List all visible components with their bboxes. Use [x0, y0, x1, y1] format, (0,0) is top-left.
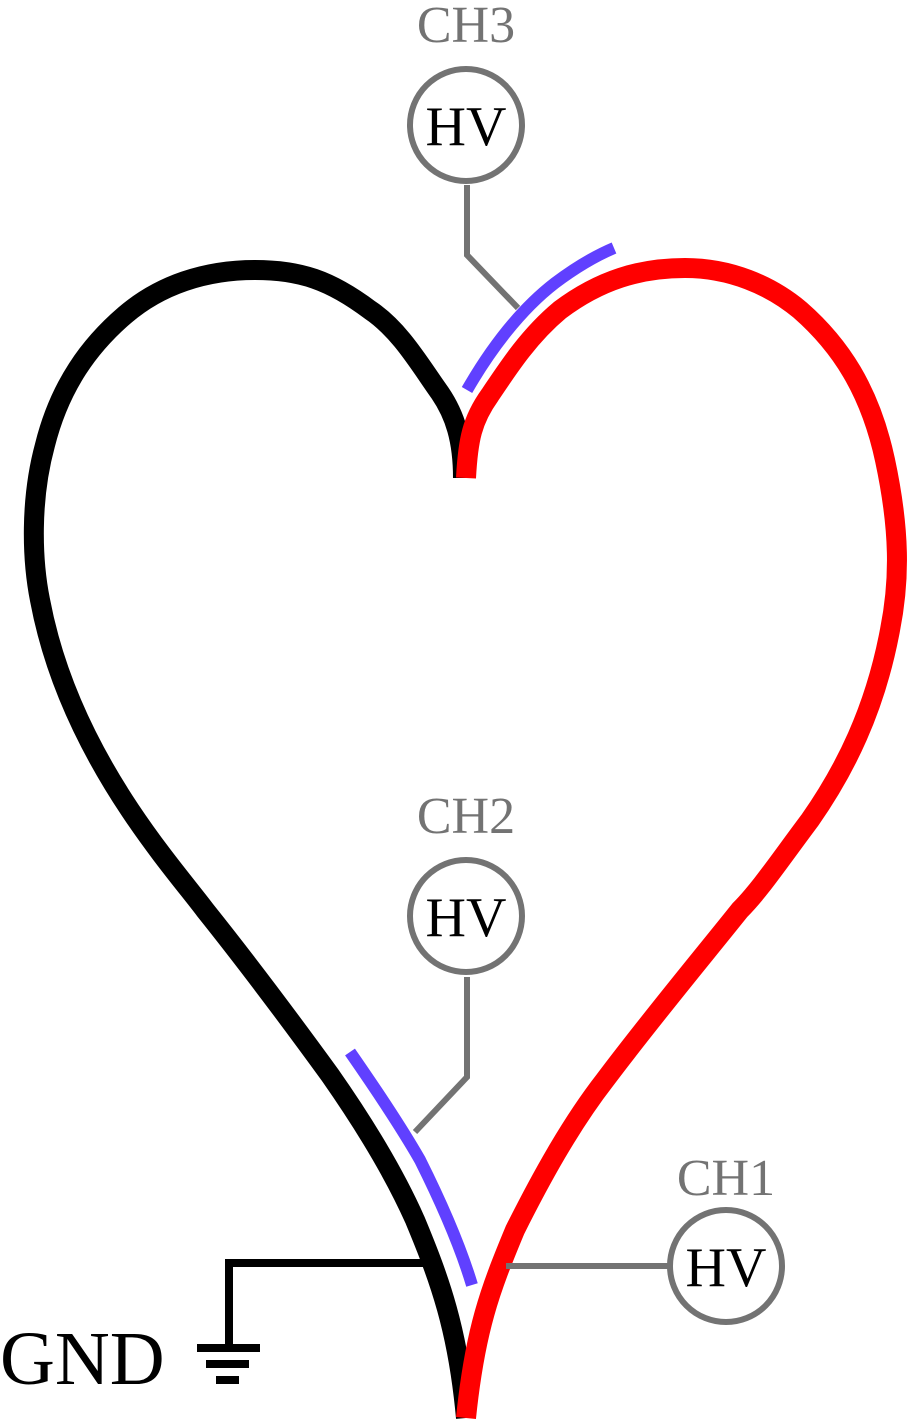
upper-contact-strip — [461, 242, 617, 393]
ch1-hv-circle — [667, 1207, 785, 1325]
right-electrode-red — [456, 258, 907, 1420]
ch2-hv-source: HV CH2 — [407, 788, 525, 975]
ch2-wire — [412, 977, 470, 1135]
ch2-hv-circle — [407, 857, 525, 975]
ch3-wire — [464, 185, 521, 311]
ground-icon — [197, 1344, 260, 1384]
ground-label: GND — [0, 1317, 165, 1401]
lower-contact-strip — [345, 1048, 478, 1287]
left-electrode-black — [23, 260, 476, 1419]
ch3-hv-label: HV — [426, 96, 507, 158]
ground-wire — [225, 1259, 430, 1348]
ch1-hv-label: HV — [686, 1237, 767, 1299]
ch1-hv-source: HV CH1 — [667, 1150, 785, 1325]
ch1-label: CH1 — [677, 1150, 775, 1207]
ch3-hv-source: HV CH3 — [407, 0, 525, 184]
ch2-label: CH2 — [417, 788, 515, 845]
ch3-hv-circle — [407, 66, 525, 184]
ch3-label: CH3 — [417, 0, 515, 54]
ch2-hv-label: HV — [426, 887, 507, 949]
